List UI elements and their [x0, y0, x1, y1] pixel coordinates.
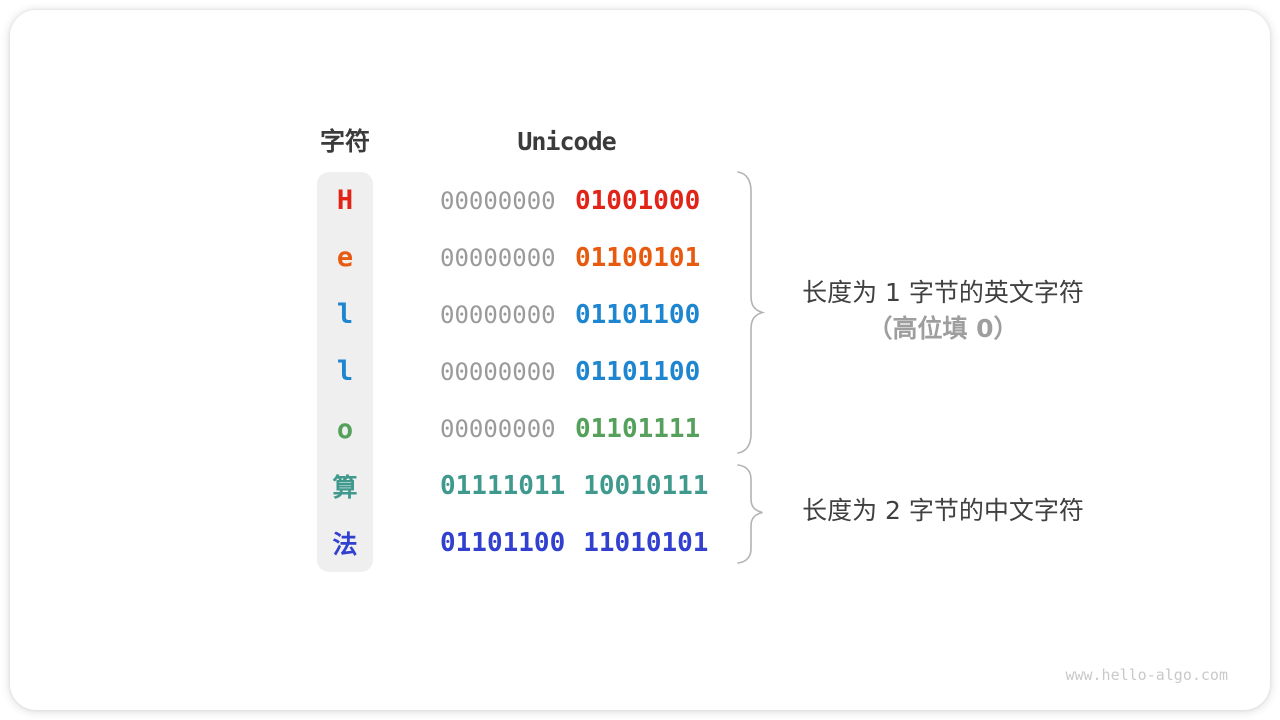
table-row: 算 01111011 10010111: [317, 458, 797, 515]
binary-value: 00000000 01100101: [440, 245, 700, 271]
high-byte: 00000000: [440, 357, 556, 386]
low-byte: 01001000: [575, 185, 701, 216]
watermark: www.hello-algo.com: [1065, 666, 1228, 684]
binary-value: 01101100 11010101: [440, 530, 708, 556]
diagram-card: 字符 Unicode H 00000000 01001000 e 0000000…: [10, 10, 1270, 710]
encoding-rows: H 00000000 01001000 e 00000000 01100101 …: [317, 172, 797, 572]
low-byte: 11010101: [583, 528, 709, 559]
char-column-background: [317, 172, 373, 572]
annotation-english-line1: 长度为 1 字节的英文字符: [802, 278, 1084, 307]
high-byte: 00000000: [440, 415, 556, 444]
binary-value: 01111011 10010111: [440, 473, 708, 499]
high-byte: 01101100: [440, 528, 566, 559]
binary-value: 00000000 01101111: [440, 416, 700, 442]
low-byte: 01101111: [575, 414, 701, 445]
character-cell: H: [336, 185, 354, 217]
high-byte: 00000000: [440, 186, 556, 215]
table-row: l 00000000 01101100: [317, 286, 797, 343]
low-byte: 01100101: [575, 242, 701, 273]
annotation-english-line2: （高位填 0）: [867, 314, 1019, 343]
binary-value: 00000000 01101100: [440, 302, 700, 328]
annotation-chinese-line1: 长度为 2 字节的中文字符: [802, 496, 1084, 525]
low-byte: 10010111: [583, 471, 709, 502]
character-cell: 法: [332, 530, 358, 560]
high-byte: 01111011: [440, 471, 566, 502]
high-byte: 00000000: [440, 300, 556, 329]
binary-value: 00000000 01101100: [440, 359, 700, 385]
table-row: H 00000000 01001000: [317, 172, 797, 229]
table-row: l 00000000 01101100: [317, 343, 797, 400]
binary-value: 00000000 01001000: [440, 188, 700, 214]
character-cell: l: [336, 299, 354, 331]
character-cell: 算: [332, 473, 358, 503]
low-byte: 01101100: [575, 356, 701, 387]
low-byte: 01101100: [575, 299, 701, 330]
character-cell: o: [336, 413, 354, 445]
table-row: e 00000000 01100101: [317, 229, 797, 286]
annotation-english-group: 长度为 1 字节的英文字符 （高位填 0）: [783, 275, 1103, 347]
table-row: o 00000000 01101111: [317, 401, 797, 458]
char-column-header: 字符: [319, 127, 370, 156]
table-row: 法 01101100 11010101: [317, 515, 797, 572]
high-byte: 00000000: [440, 243, 556, 272]
character-cell: e: [336, 242, 354, 274]
annotation-chinese-group: 长度为 2 字节的中文字符: [783, 493, 1103, 529]
character-cell: l: [336, 356, 354, 388]
unicode-column-header: Unicode: [517, 127, 616, 156]
